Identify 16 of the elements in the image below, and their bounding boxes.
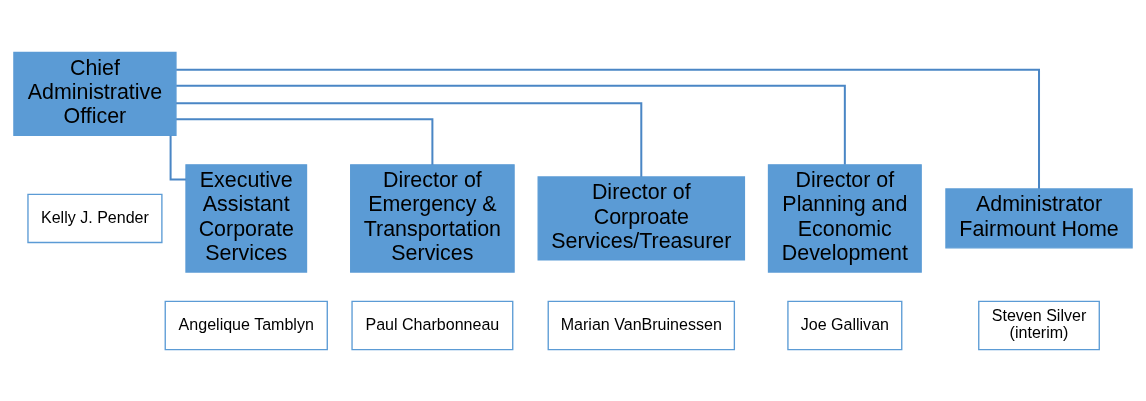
- connector: [176, 68, 1041, 189]
- node-box: Director of Planning and Economic Development: [767, 163, 922, 273]
- node-box: Angelique Tamblyn: [164, 300, 328, 350]
- node-box: Marian VanBruinessen: [547, 300, 736, 350]
- node-box: Kelly J. Pender: [27, 193, 163, 243]
- node-box: Joe Gallivan: [787, 300, 903, 350]
- node-box: Director of Corproate Services/Treasurer: [537, 175, 746, 261]
- node-box: Executive Assistant Corporate Services: [185, 163, 308, 273]
- node-box: Paul Charbonneau: [351, 300, 514, 350]
- node-box: Steven Silver (interim): [978, 300, 1100, 350]
- connector: [176, 101, 643, 177]
- node-box: Chief Administrative Officer: [13, 51, 177, 136]
- node-box: Director of Emergency & Transportation Services: [350, 163, 515, 273]
- connector: [176, 117, 434, 165]
- connector: [176, 84, 846, 164]
- node-box: Administrator Fairmount Home: [945, 187, 1133, 249]
